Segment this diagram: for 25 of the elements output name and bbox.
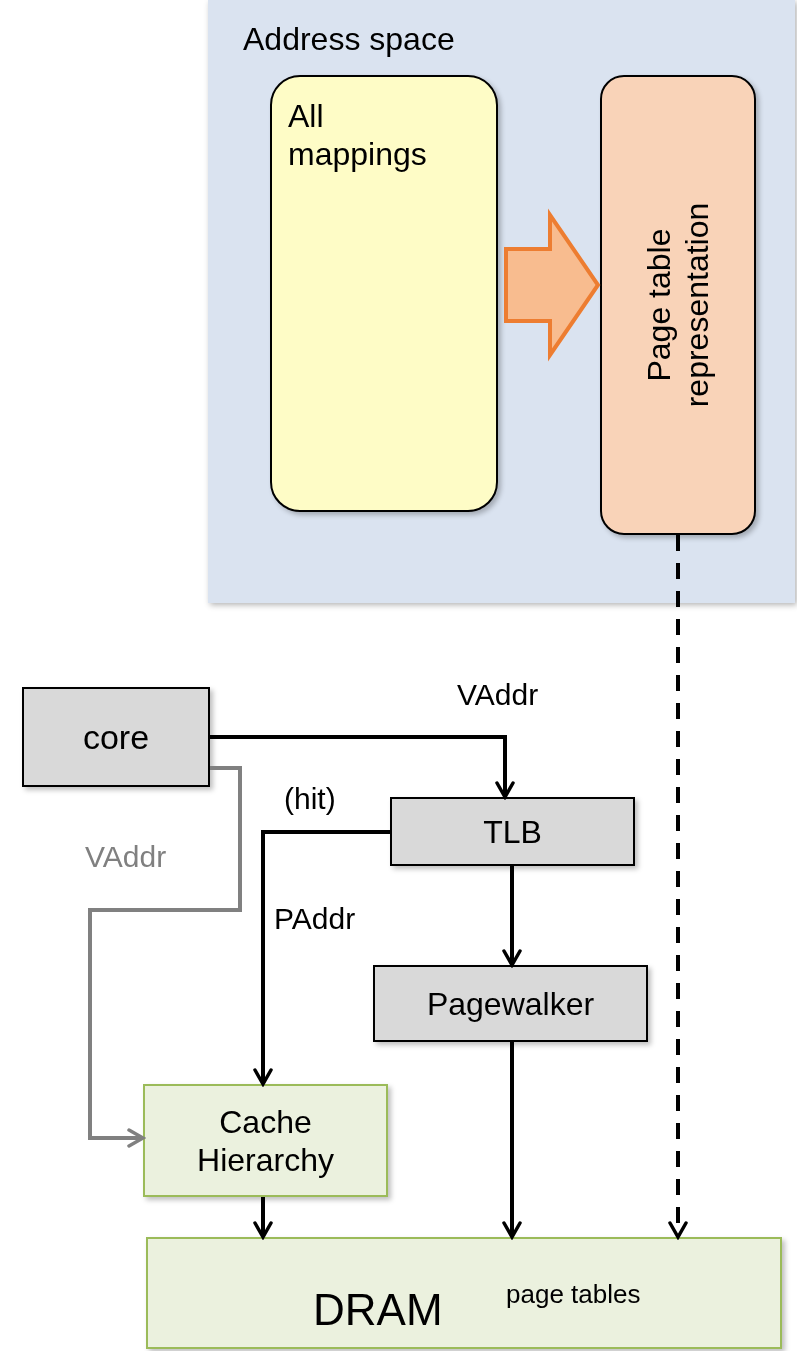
region-panel (208, 0, 795, 603)
process-box (373, 965, 648, 1042)
arrow (253, 830, 390, 1086)
process-box (143, 1084, 388, 1197)
arrow (502, 1042, 522, 1239)
arrow (88, 766, 242, 1148)
process-box (270, 75, 498, 512)
memory-box (146, 1237, 782, 1349)
region-title: Address space (243, 20, 455, 59)
box-label: Cache Hierarchy (196, 1102, 335, 1179)
arrow (502, 866, 522, 967)
box-label: TLB (482, 812, 543, 851)
box-label: Pagewalker (425, 984, 596, 1023)
arrow (668, 535, 688, 1239)
block-arrow (504, 208, 601, 362)
process-box (22, 687, 210, 787)
region-label: page tables (506, 1279, 641, 1311)
process-box (390, 797, 635, 866)
box-label: Page table representation (639, 201, 716, 410)
box-label: DRAM (313, 1284, 443, 1336)
arrow (253, 1197, 273, 1239)
arrow (210, 735, 515, 799)
process-box (600, 75, 756, 535)
box-label: core (81, 716, 151, 758)
box-label: All mappings (288, 97, 428, 174)
